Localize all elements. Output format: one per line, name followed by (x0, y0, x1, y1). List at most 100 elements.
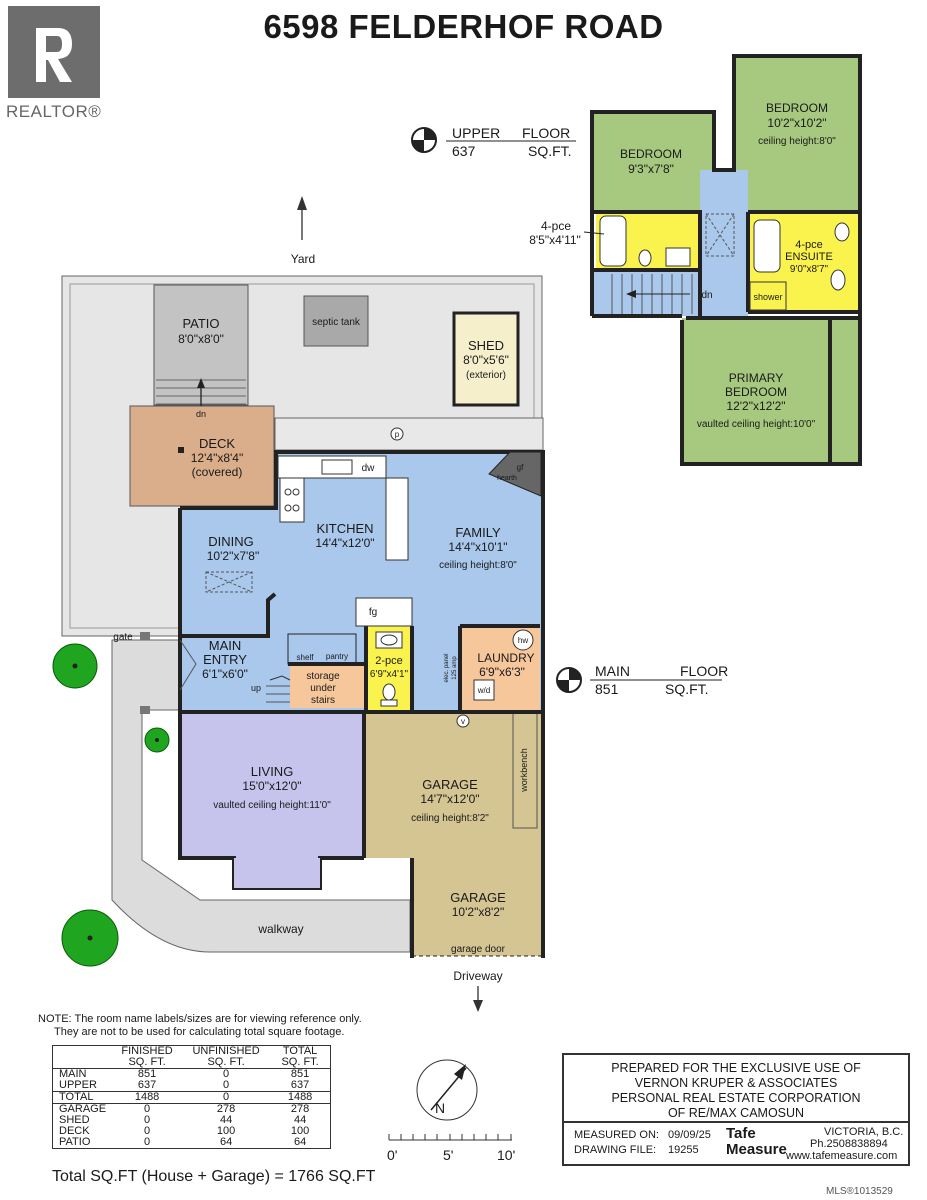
total-sqft-line: Total SQ.FT (House + Garage) = 1766 SQ.F… (52, 1168, 376, 1185)
dining-dim: 10'2"x7'8" (207, 549, 259, 563)
measured-on-value: 09/09/25 (668, 1129, 711, 1141)
tree-icon-2 (144, 727, 170, 753)
sqft-table: FINISHED UNFINISHED TOTAL SQ. FT. SQ. FT… (52, 1045, 332, 1149)
ensuite-name1: 4-pce (795, 239, 823, 251)
note-line-2: They are not to be used for calculating … (54, 1026, 345, 1038)
north-label: N (435, 1100, 445, 1116)
table-cell: MAIN (59, 1068, 87, 1080)
kitchen-dim: 14'4"x12'0" (315, 536, 374, 550)
prepared-line-3: PERSONAL REAL ESTATE CORPORATION (611, 1091, 861, 1105)
driveway-arrow-icon (473, 1000, 483, 1012)
th (53, 1057, 113, 1069)
dining-name: DINING (208, 534, 254, 549)
upper-floor-label: UPPER (452, 125, 500, 141)
main-floor-blue (180, 452, 543, 712)
fg-label: fg (369, 607, 377, 618)
table-cell: 100 (290, 1125, 310, 1137)
north-arrow-icon (416, 1059, 478, 1121)
storage-l3: stairs (311, 695, 335, 706)
patio-name: PATIO (182, 316, 219, 331)
table-cell: TOTAL (59, 1091, 94, 1103)
table-cell: 100 (216, 1125, 236, 1137)
p-symbol: p (395, 430, 400, 439)
deck (129, 405, 275, 507)
table-cell: UPPER (59, 1079, 97, 1091)
scale-0: 0' (387, 1147, 397, 1163)
th-unit: SQ. FT. (128, 1056, 166, 1068)
company-city: VICTORIA, B.C. (824, 1126, 904, 1138)
company-name-1: Tafe (726, 1125, 756, 1142)
deck-dim: 12'4"x8'4" (191, 451, 243, 465)
th-unfinished: UNFINISHED (192, 1045, 260, 1057)
scale-10: 10' (497, 1147, 515, 1163)
r-logo-icon (36, 28, 72, 82)
bath2-dim: 6'9"x4'1" (370, 669, 409, 680)
table-cell: GARAGE (59, 1103, 107, 1115)
storage-l2: under (310, 683, 336, 694)
table-cell: 44 (293, 1114, 307, 1126)
workbench-label: workbench (519, 748, 529, 793)
realtor-wordmark: REALTOR® (6, 102, 102, 121)
laundry-dim: 6'9"x6'3" (479, 665, 525, 679)
yard-label: Yard (291, 252, 315, 266)
stair-arrow-icon (197, 378, 205, 388)
v-symbol: v (461, 717, 465, 726)
storage-under-stairs (290, 664, 364, 708)
page-title: 6598 FELDERHOF ROAD (263, 8, 664, 45)
hall-upper (700, 170, 748, 318)
mls-number: MLS®1013529 (826, 1186, 893, 1197)
entry-name2: ENTRY (203, 652, 247, 667)
table-cell: 64 (219, 1136, 233, 1148)
disclaimer-note: NOTE: The room name labels/sizes are for… (38, 1013, 362, 1039)
primary-name2: BEDROOM (725, 385, 787, 399)
bedroom-b-name: BEDROOM (766, 101, 828, 115)
up-label: up (251, 683, 261, 693)
stair-down-arrow-icon (626, 290, 636, 298)
bath4-dim: 8'5"x4'11" (529, 233, 581, 247)
entry-name1: MAIN (209, 638, 242, 653)
table-cell: 851 (137, 1068, 157, 1080)
prepared-line-2: VERNON KRUPER & ASSOCIATES (634, 1076, 838, 1090)
table-cell: 64 (293, 1136, 307, 1148)
upper-sqft-unit: SQ.FT. (528, 143, 572, 159)
shed-note: (exterior) (466, 370, 506, 381)
table-cell: 0 (223, 1079, 230, 1091)
bedroom-b-dim: 10'2"x10'2" (767, 116, 826, 130)
garage2-name: GARAGE (450, 890, 506, 905)
bedroom-a-name: BEDROOM (620, 147, 682, 161)
th (53, 1046, 113, 1058)
table-cell: 0 (144, 1136, 151, 1148)
shed-dim: 8'0"x5'6" (463, 353, 509, 367)
living-dim: 15'0"x12'0" (242, 779, 301, 793)
company-phone: Ph.2508838894 (810, 1138, 888, 1150)
ensuite-dim: 9'0"x8'7" (790, 264, 829, 275)
hearth-label: hearth (497, 475, 517, 482)
patio-dim: 8'0"x8'0" (178, 332, 224, 346)
elec-amp: 125 amp (452, 656, 458, 680)
laundry-name: LAUNDRY (477, 651, 534, 665)
stair-area (594, 270, 700, 316)
table-cell: 637 (290, 1079, 310, 1091)
garage2-dim: 10'2"x8'2" (452, 905, 504, 919)
table-cell: 278 (216, 1103, 236, 1115)
entry-dim: 6'1"x6'0" (202, 667, 248, 681)
th-total: TOTAL (282, 1045, 318, 1057)
shelf-label: shelf (297, 653, 315, 662)
table-cell: 0 (223, 1091, 230, 1103)
primary-dim: 12'2"x12'2" (726, 399, 785, 413)
th-unit: SQ. FT. (207, 1056, 245, 1068)
table-cell: 0 (144, 1103, 151, 1115)
bath2-name: 2-pce (375, 655, 403, 667)
table-cell: 637 (137, 1079, 157, 1091)
yard-arrow-icon (297, 196, 307, 210)
wd-label: w/d (477, 686, 490, 695)
living-ceiling: vaulted ceiling height:11'0" (213, 800, 331, 811)
measured-on-label: MEASURED ON: (574, 1129, 659, 1141)
company-name-2: Measure (726, 1141, 787, 1158)
table-cell: 0 (144, 1114, 151, 1126)
tree-icon-1 (52, 643, 98, 689)
garage1-name: GARAGE (422, 777, 478, 792)
garage (364, 712, 543, 956)
septic-tank (303, 295, 369, 347)
table-cell: SHED (59, 1114, 90, 1126)
